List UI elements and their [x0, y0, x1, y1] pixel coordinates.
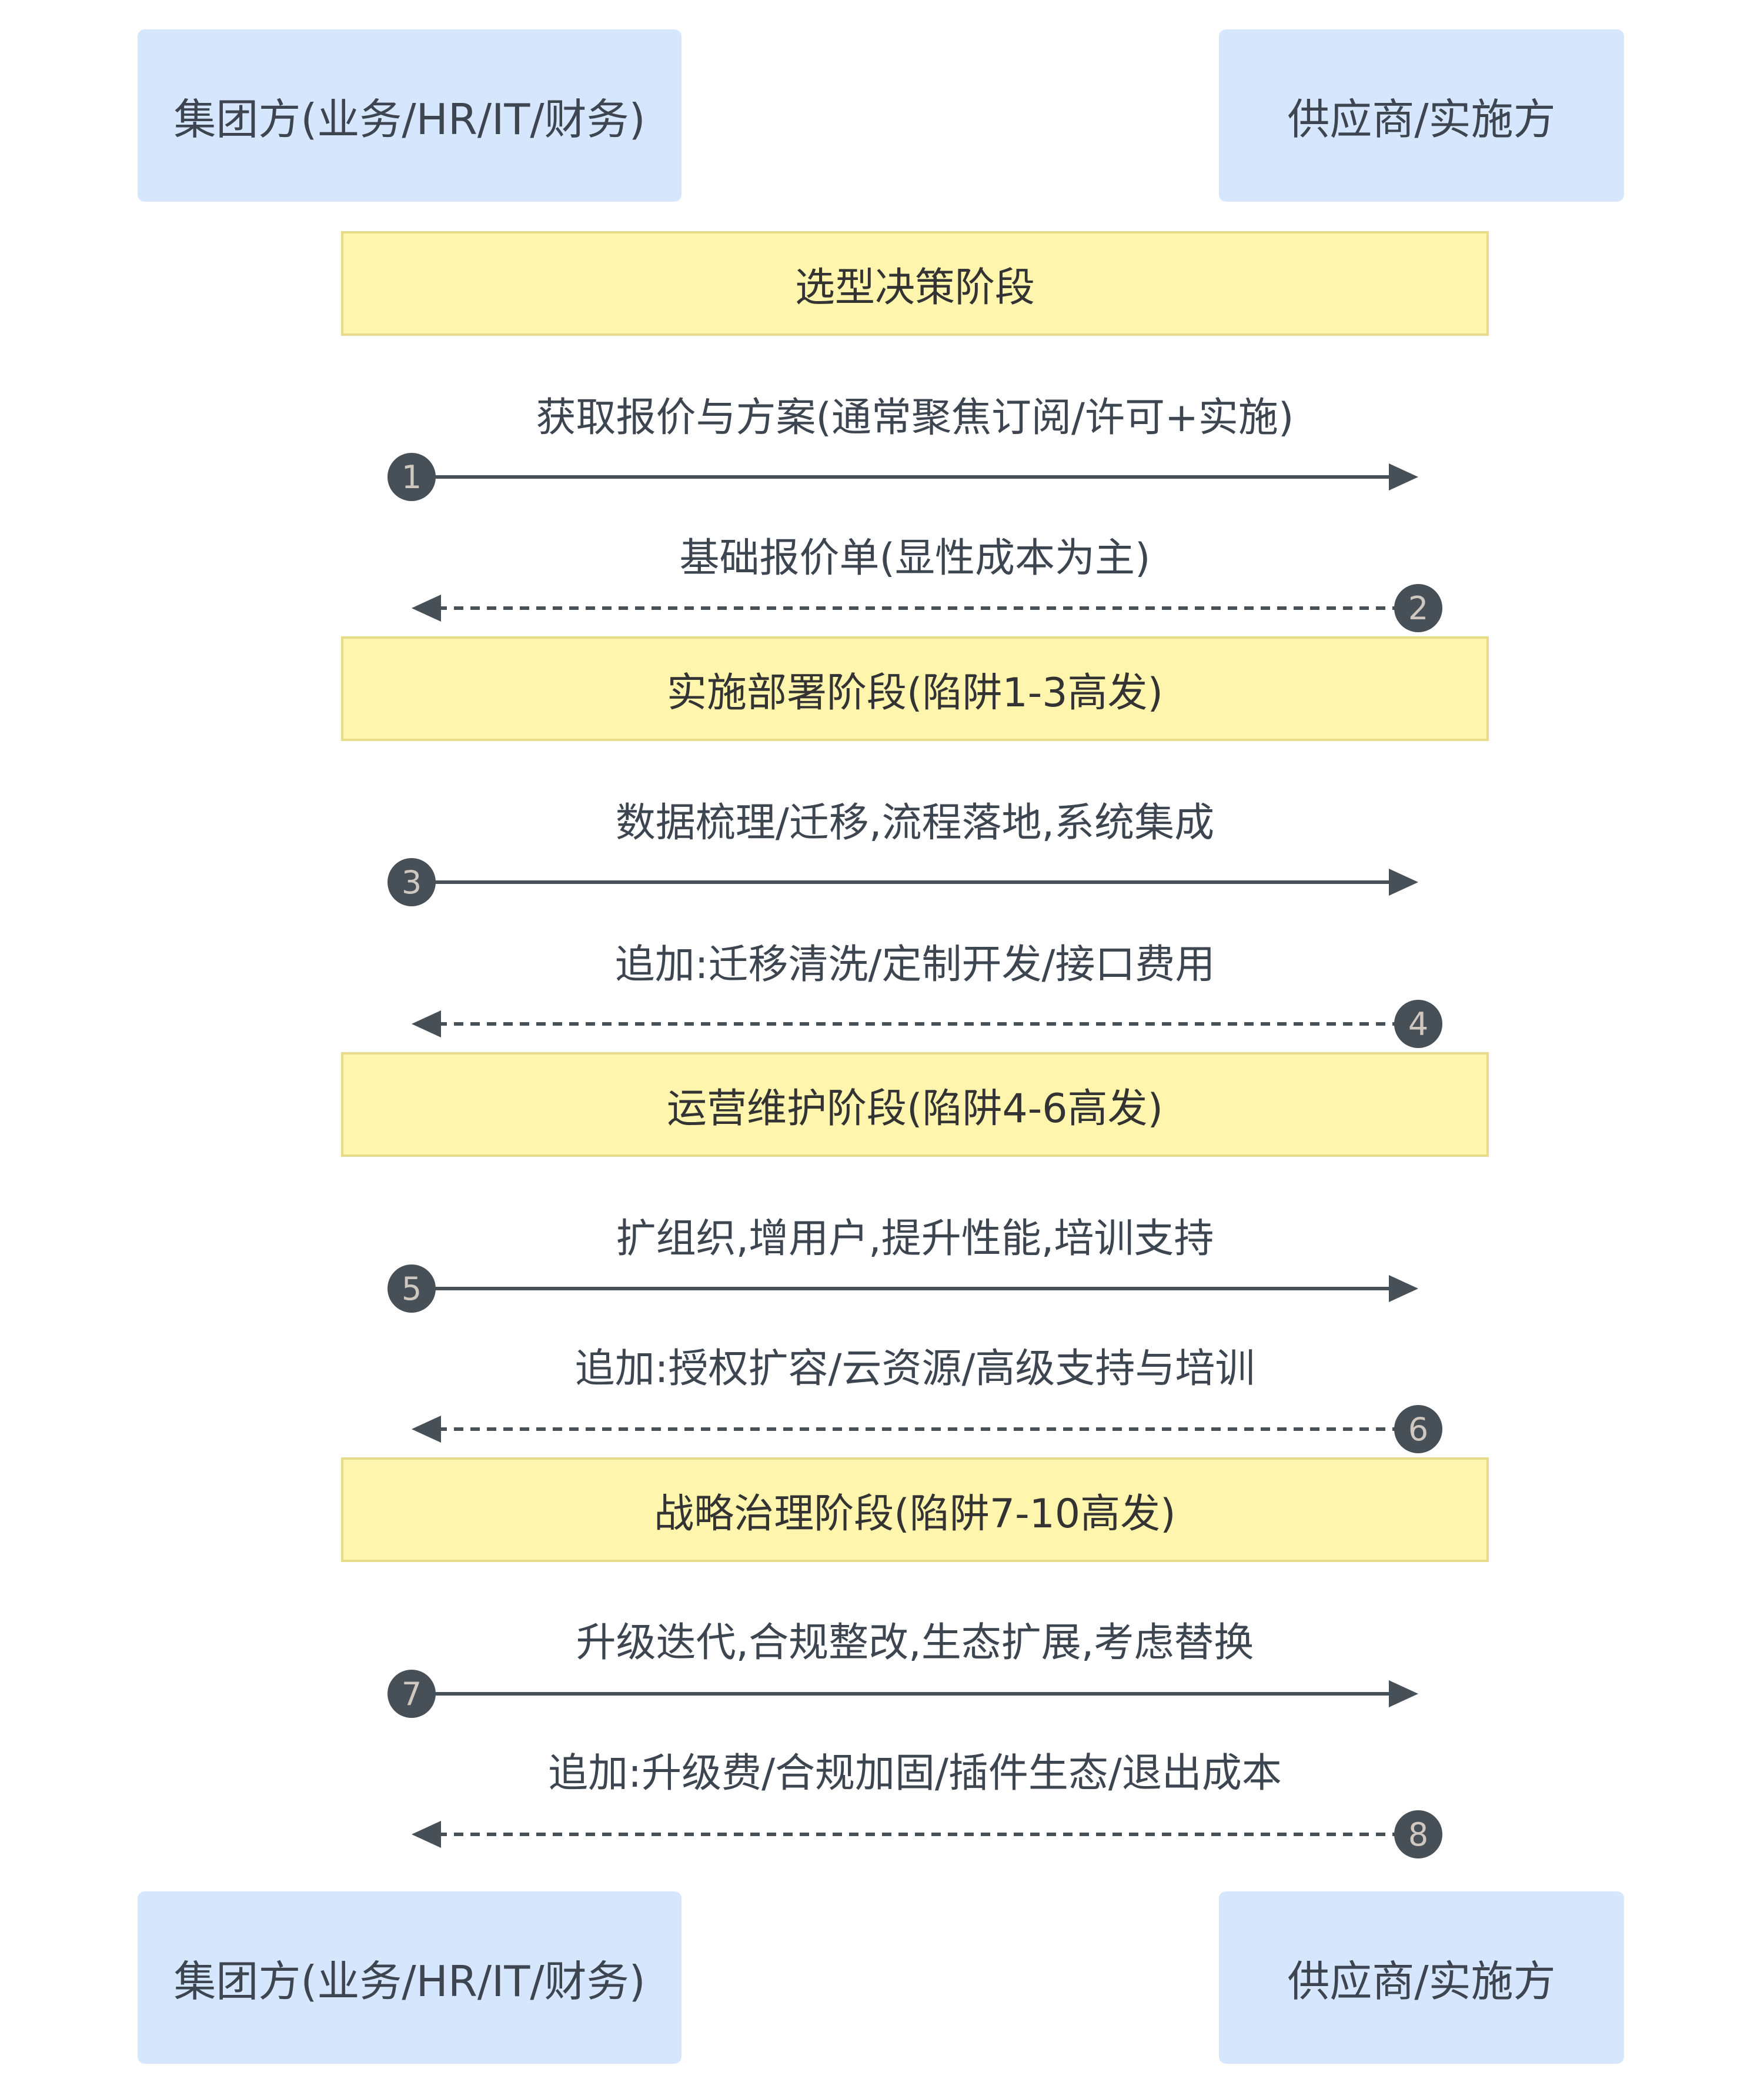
message-label-7: 升级迭代,合规整改,生态扩展,考虑替换 — [576, 1620, 1254, 1666]
message-label-4: 追加:迁移清洗/定制开发/接口费用 — [614, 942, 1215, 988]
sequence-number: 5 — [402, 1270, 422, 1307]
arrowhead-icon — [412, 1010, 441, 1037]
message-label-5: 扩组织,增用户,提升性能,培训支持 — [616, 1216, 1214, 1262]
sequence-number: 2 — [1408, 590, 1428, 627]
participant-label: 供应商/实施方 — [1287, 95, 1556, 144]
sequence-number: 3 — [402, 864, 422, 901]
arrowhead-icon — [1389, 1680, 1418, 1707]
participant-group-top: 集团方(业务/HR/IT/财务) — [138, 29, 681, 202]
sequence-number: 1 — [402, 459, 422, 496]
sequence-number-badge — [387, 1264, 436, 1313]
phase-note-selection: 选型决策阶段 — [341, 231, 1489, 336]
participant-vendor-top: 供应商/实施方 — [1219, 29, 1624, 202]
message-label-1: 获取报价与方案(通常聚焦订阅/许可+实施) — [536, 395, 1294, 441]
arrowhead-icon — [1389, 1275, 1418, 1302]
arrowhead-icon — [412, 1416, 441, 1443]
message-label-3: 数据梳理/迁移,流程落地,系统集成 — [615, 800, 1215, 846]
sequence-number-badge — [1394, 1000, 1442, 1048]
participant-group-bottom: 集团方(业务/HR/IT/财务) — [138, 1891, 681, 2064]
sequence-number-badge — [1394, 1405, 1442, 1453]
phase-label: 运营维护阶段(陷阱4-6高发) — [666, 1085, 1164, 1132]
phase-label: 战略治理阶段(陷阱7-10高发) — [654, 1490, 1176, 1537]
phase-note-governance: 战略治理阶段(陷阱7-10高发) — [341, 1457, 1489, 1562]
sequence-number: 7 — [402, 1676, 422, 1713]
arrowhead-icon — [1389, 463, 1418, 490]
arrowhead-icon — [412, 1821, 441, 1848]
sequence-number-badge — [1394, 584, 1442, 632]
participant-label: 供应商/实施方 — [1287, 1957, 1556, 2006]
arrowhead-icon — [1389, 869, 1418, 896]
message-label-2: 基础报价单(显性成本为主) — [679, 535, 1151, 582]
phase-note-operation: 运营维护阶段(陷阱4-6高发) — [341, 1052, 1489, 1157]
sequence-number: 4 — [1408, 1006, 1428, 1043]
participant-vendor-bottom: 供应商/实施方 — [1219, 1891, 1624, 2064]
arrowhead-icon — [412, 595, 441, 622]
phase-label: 选型决策阶段 — [794, 264, 1035, 311]
participant-label: 集团方(业务/HR/IT/财务) — [173, 1957, 646, 2006]
message-label-6: 追加:授权扩容/云资源/高级支持与培训 — [574, 1346, 1255, 1392]
phase-label: 实施部署阶段(陷阱1-3高发) — [666, 669, 1164, 716]
message-label-8: 追加:升级费/合规加固/插件生态/退出成本 — [548, 1750, 1282, 1797]
participant-label: 集团方(业务/HR/IT/财务) — [173, 95, 646, 144]
sequence-number-badge — [387, 453, 436, 501]
sequence-number: 6 — [1408, 1411, 1428, 1448]
phase-note-implementation: 实施部署阶段(陷阱1-3高发) — [341, 636, 1489, 741]
sequence-number-badge — [1394, 1810, 1442, 1858]
sequence-number-badge — [387, 858, 436, 906]
sequence-number: 8 — [1408, 1816, 1428, 1853]
sequence-number-badge — [387, 1670, 436, 1718]
